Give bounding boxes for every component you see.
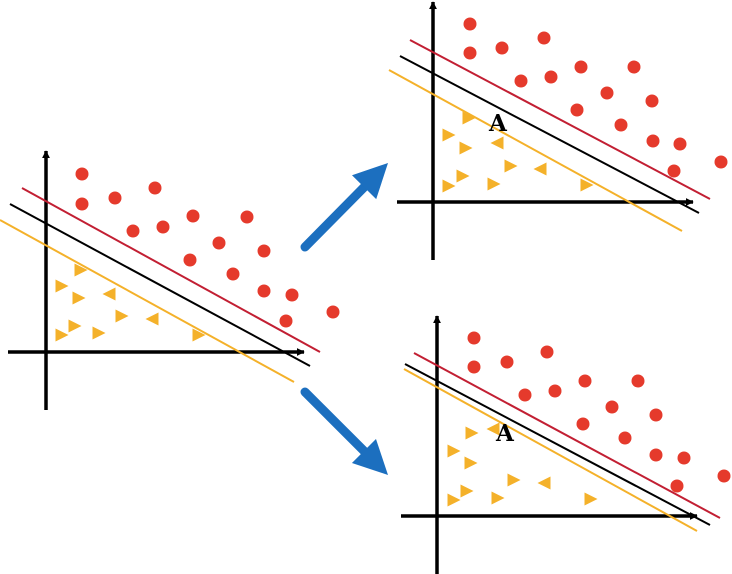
red-circle-icon — [714, 155, 728, 169]
red-circle-icon — [326, 305, 340, 319]
red-circle-icon — [670, 479, 684, 493]
arrow-head — [352, 163, 388, 200]
red-circle-icon — [537, 31, 551, 45]
arrow-shaft — [300, 182, 369, 252]
red-circle-icon — [75, 197, 89, 211]
red-circle-icon — [126, 224, 140, 238]
red-circle-icon — [673, 137, 687, 151]
orange-triangle-icon — [491, 491, 505, 505]
red-circle-icon — [186, 209, 200, 223]
red-circle-icon — [240, 210, 254, 224]
red-circle-icon — [631, 374, 645, 388]
red-circle-icon — [183, 253, 197, 267]
orange-triangle-icon — [460, 484, 474, 498]
red-circle-icon — [467, 360, 481, 374]
blue-arrow-icon — [300, 387, 388, 475]
orange-triangle-icon — [72, 291, 86, 305]
red-circle-icon — [75, 167, 89, 181]
upper-margin-line — [409, 39, 711, 200]
red-circle-icon — [618, 431, 632, 445]
blue-arrow-icon — [300, 163, 388, 252]
red-circle-icon — [645, 94, 659, 108]
orange-triangle-icon — [487, 177, 501, 191]
point-label-a: A — [495, 420, 515, 447]
decision-boundary-line — [404, 363, 711, 526]
red-circle-icon — [257, 284, 271, 298]
orange-triangle-icon — [68, 319, 82, 333]
orange-triangle-icon — [442, 128, 456, 142]
red-circle-icon — [667, 164, 681, 178]
red-circle-icon — [544, 70, 558, 84]
red-circle-icon — [627, 60, 641, 74]
red-circle-icon — [717, 469, 731, 483]
orange-triangle-icon — [580, 178, 594, 192]
red-circle-icon — [495, 41, 509, 55]
red-circle-icon — [649, 448, 663, 462]
orange-triangle-icon — [55, 328, 69, 342]
red-circle-icon — [500, 355, 514, 369]
arrow-head — [351, 438, 388, 475]
red-circle-icon — [514, 74, 528, 88]
orange-triangle-icon — [442, 179, 456, 193]
orange-triangle-icon — [115, 309, 129, 323]
orange-triangle-icon — [145, 312, 159, 326]
arrow-shaft — [300, 387, 369, 456]
orange-triangle-icon — [465, 426, 479, 440]
upper-margin-line — [21, 187, 321, 353]
red-circle-icon — [108, 191, 122, 205]
red-circle-icon — [467, 331, 481, 345]
red-circle-icon — [614, 118, 628, 132]
panel-bottom-right: A — [401, 315, 731, 574]
decision-boundary-line — [399, 55, 700, 214]
panel-top-right: A — [388, 1, 728, 260]
upper-margin-line — [413, 352, 721, 519]
red-circle-icon — [574, 60, 588, 74]
orange-triangle-icon — [486, 422, 500, 436]
orange-triangle-icon — [533, 162, 547, 176]
orange-triangle-icon — [537, 476, 551, 490]
red-circle-icon — [548, 384, 562, 398]
red-circle-icon — [570, 103, 584, 117]
orange-triangle-icon — [74, 263, 88, 277]
lower-margin-line — [388, 69, 683, 232]
red-circle-icon — [600, 86, 614, 100]
red-circle-icon — [226, 267, 240, 281]
red-circle-icon — [279, 314, 293, 328]
red-circle-icon — [540, 345, 554, 359]
point-label-a: A — [488, 110, 508, 137]
red-circle-icon — [578, 374, 592, 388]
red-circle-icon — [576, 417, 590, 431]
orange-triangle-icon — [92, 326, 106, 340]
lower-margin-line — [0, 219, 295, 383]
orange-triangle-icon — [192, 328, 206, 342]
orange-triangle-icon — [55, 279, 69, 293]
red-circle-icon — [463, 17, 477, 31]
lower-margin-line — [403, 368, 698, 532]
orange-triangle-icon — [504, 159, 518, 173]
red-circle-icon — [649, 408, 663, 422]
red-circle-icon — [677, 451, 691, 465]
panel-original — [0, 150, 340, 410]
red-circle-icon — [518, 388, 532, 402]
orange-triangle-icon — [447, 444, 461, 458]
red-circle-icon — [156, 220, 170, 234]
red-circle-icon — [463, 46, 477, 60]
orange-triangle-icon — [464, 456, 478, 470]
orange-triangle-icon — [459, 141, 473, 155]
red-circle-icon — [646, 134, 660, 148]
orange-triangle-icon — [456, 169, 470, 183]
orange-triangle-icon — [584, 492, 598, 506]
red-circle-icon — [285, 288, 299, 302]
red-circle-icon — [257, 244, 271, 258]
decision-boundary-line — [9, 203, 311, 367]
orange-triangle-icon — [462, 111, 476, 125]
orange-triangle-icon — [507, 473, 521, 487]
red-circle-icon — [605, 400, 619, 414]
red-circle-icon — [212, 236, 226, 250]
orange-triangle-icon — [447, 493, 461, 507]
orange-triangle-icon — [490, 136, 504, 150]
red-circle-icon — [148, 181, 162, 195]
orange-triangle-icon — [102, 287, 116, 301]
